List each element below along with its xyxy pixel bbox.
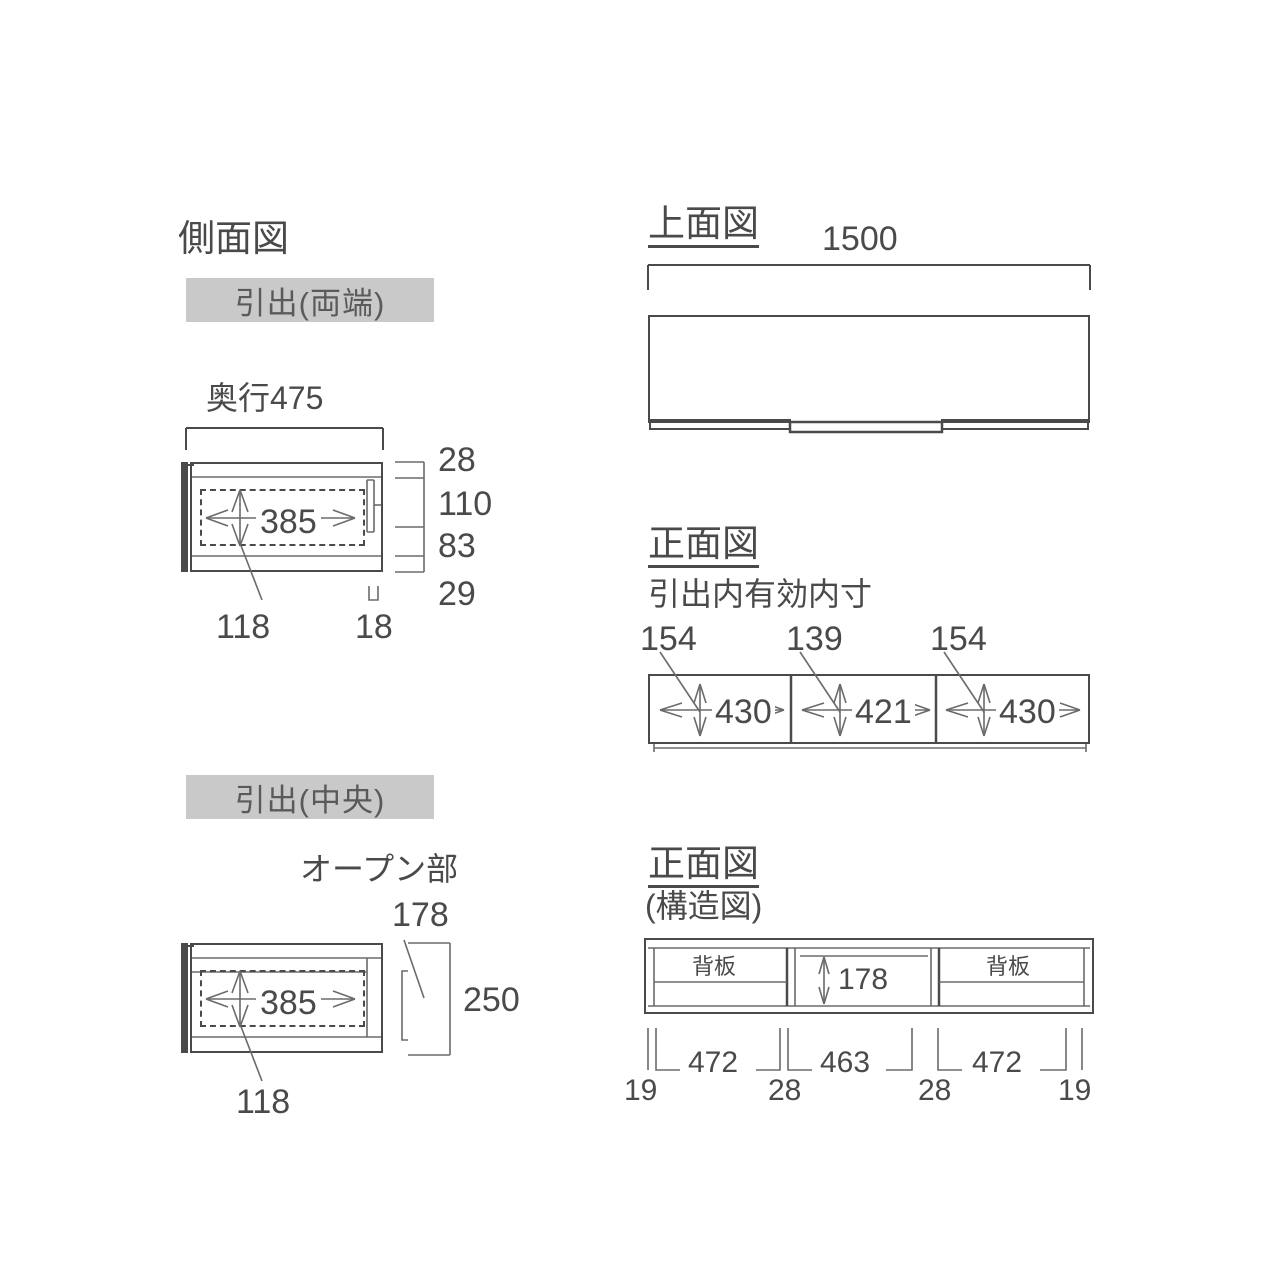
structure-dim-463-center: 463	[820, 1046, 871, 1079]
side-view-tag-center: 引出(中央)	[186, 775, 434, 819]
side-dim-110: 110	[438, 485, 493, 523]
side-view-carcass-top	[190, 462, 383, 572]
back-panel-label-left: 背板	[692, 954, 737, 979]
front-height-154-right: 154	[930, 620, 987, 658]
leader-value-118-bottom: 118	[236, 1083, 291, 1121]
structure-dim-19-left: 19	[624, 1074, 658, 1107]
front-height-154-left: 154	[640, 620, 697, 658]
side-dim-29: 29	[438, 575, 476, 613]
side-view-carcass-bottom	[190, 943, 383, 1053]
drawer-front-panel-bottom	[181, 943, 188, 1053]
front-width-430-left: 430	[712, 695, 775, 729]
structure-dim-28-left: 28	[768, 1074, 802, 1107]
top-view-width-label: 1500	[822, 220, 898, 258]
structure-carcass	[644, 938, 1094, 1014]
structure-view-subtitle: (構造図)	[645, 888, 763, 924]
structure-view-title: 正面図	[648, 845, 759, 888]
structure-dim-472-right: 472	[972, 1046, 1023, 1079]
side-view-title: 側面図	[178, 218, 289, 259]
inner-width-value-top: 385	[256, 505, 321, 539]
back-panel-label-right: 背板	[986, 954, 1031, 979]
open-section-value-178: 178	[392, 896, 449, 934]
side-dim-83: 83	[438, 527, 476, 565]
depth-label: 奥行475	[206, 380, 324, 416]
leader-value-118-top: 118	[216, 608, 271, 646]
structure-center-height-178: 178	[838, 963, 889, 996]
front-view-carcass	[648, 674, 1090, 744]
side-dim-28: 28	[438, 441, 476, 479]
front-view-title: 正面図	[648, 525, 759, 568]
open-section-label: オープン部	[300, 851, 459, 887]
structure-dim-28-right: 28	[918, 1074, 952, 1107]
drawer-inner-dashed-bottom	[200, 970, 365, 1027]
drawer-inner-dashed-top	[200, 489, 365, 546]
inner-width-value-bottom: 385	[256, 986, 321, 1020]
front-height-139-center: 139	[786, 620, 843, 658]
front-width-421-center: 421	[852, 695, 915, 729]
drawer-front-panel-top	[181, 462, 188, 572]
structure-dim-472-left: 472	[688, 1046, 739, 1079]
open-section-total-250: 250	[463, 981, 520, 1019]
structure-dim-19-right: 19	[1058, 1074, 1092, 1107]
side-view-tag-both-ends: 引出(両端)	[186, 278, 434, 322]
front-width-430-right: 430	[996, 695, 1059, 729]
leader-value-18: 18	[355, 608, 393, 646]
front-view-subtitle: 引出内有効内寸	[648, 576, 873, 612]
top-view-title: 上面図	[648, 205, 759, 248]
